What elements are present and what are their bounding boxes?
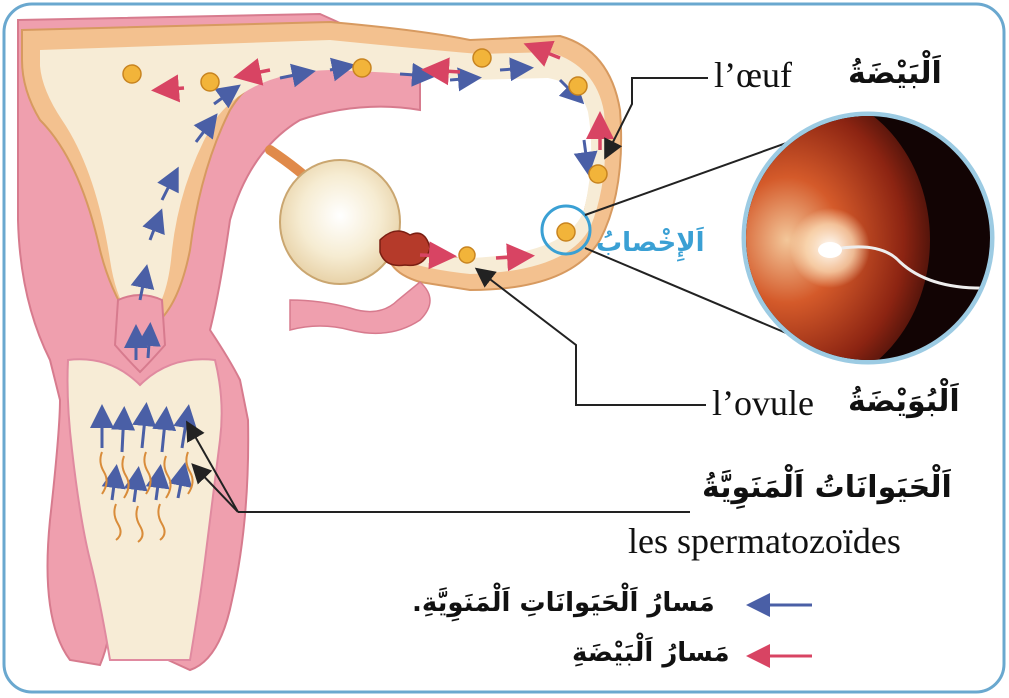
ovary (280, 160, 400, 284)
label-ovule-ar: اَلْبُوَيْضَةُ (848, 384, 960, 419)
label-sperm-ar: اَلْحَيَوانَاتُ اَلْمَنَوِيَّةُ (702, 470, 952, 505)
label-oeuf-ar: اَلْبَيْضَةُ (848, 56, 942, 91)
follicle (380, 231, 430, 265)
legend-egg-path-label: مَسارُ اَلْبَيْضَةِ (572, 638, 730, 668)
label-sperm-fr: les spermatozoïdes (628, 520, 901, 562)
label-fecondation-ar: اَلإِخْصابُ (596, 228, 705, 258)
legend-sperm-path-label: مَسارُ اَلْحَيَوانَاتِ اَلْمَنَوِيَّةِ. (412, 588, 715, 618)
label-oeuf-fr: l’œuf (714, 54, 792, 96)
fimbriae (290, 282, 430, 333)
magnified-fertilization (670, 90, 1000, 390)
label-ovule-fr: l’ovule (712, 382, 814, 424)
